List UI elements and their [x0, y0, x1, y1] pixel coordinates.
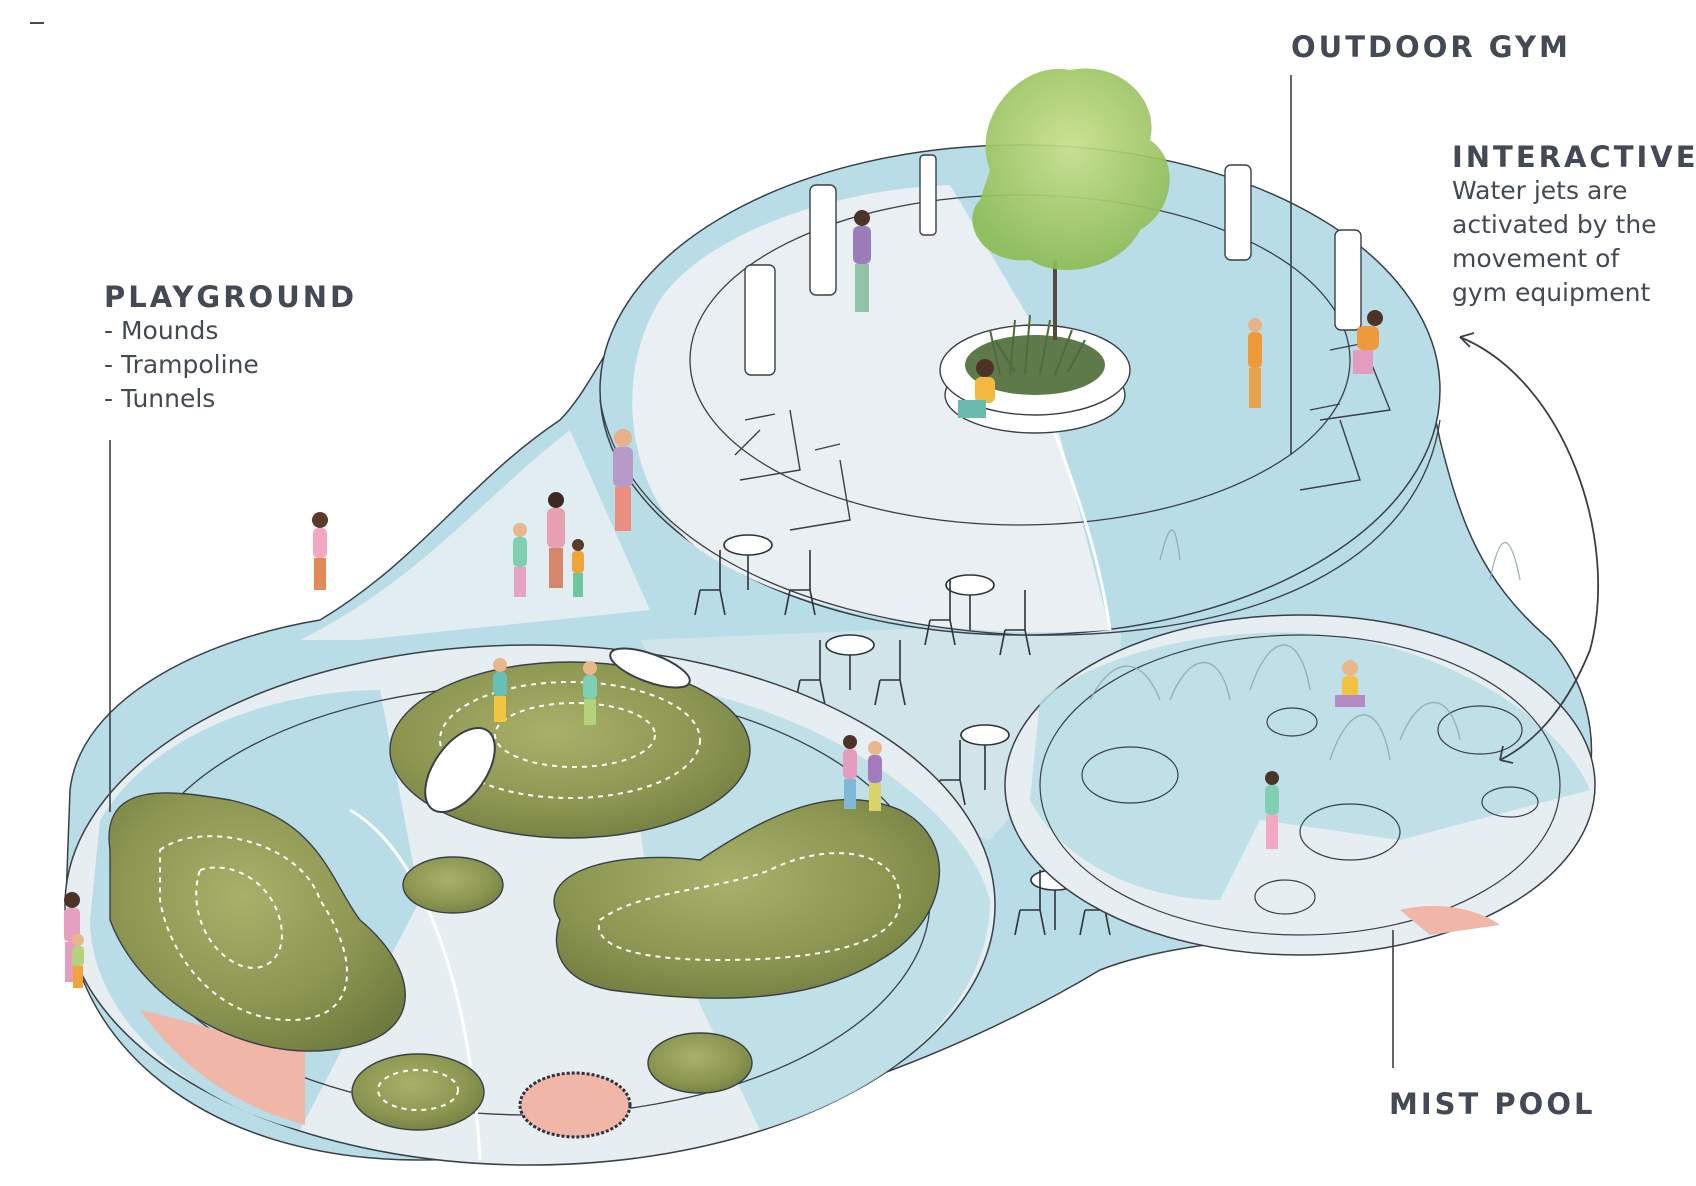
interactive-line: activated by the — [1452, 210, 1657, 239]
playground-label: PLAYGROUND - Mounds - Trampoline - Tunne… — [104, 280, 357, 416]
mist-pool-inner — [1039, 634, 1561, 936]
tunnel-1 — [424, 726, 496, 814]
mound-contours — [159, 681, 902, 1111]
planter-grass — [989, 314, 1086, 376]
person-13 — [868, 741, 882, 811]
tunnel-2 — [609, 647, 691, 689]
person-7 — [958, 359, 995, 418]
mound-large-west — [108, 792, 406, 1052]
person-11 — [583, 661, 597, 725]
person-15 — [1335, 660, 1365, 707]
people — [64, 210, 1383, 988]
person-2 — [547, 492, 565, 588]
interactive-title: INTERACTIVE — [1452, 140, 1696, 174]
interactive-line: gym equipment — [1452, 278, 1651, 307]
mound-small-2 — [351, 1053, 485, 1131]
interactive-line: Water jets are — [1452, 176, 1628, 205]
outdoor-gym-title: OUTDOOR GYM — [1291, 30, 1571, 64]
playground-item: - Mounds — [104, 316, 219, 345]
interactive-double-arrow — [1459, 336, 1599, 761]
mound-small-3 — [647, 1032, 753, 1094]
mound-bean-east — [553, 798, 941, 999]
grass-mounds — [108, 661, 941, 1131]
cafe-furniture — [694, 534, 1111, 936]
gym-equipment — [734, 154, 1391, 531]
person-1 — [312, 512, 328, 590]
interactive-line: movement of — [1452, 244, 1620, 273]
trampoline — [518, 1071, 632, 1139]
arrowhead-bottom — [1499, 745, 1514, 764]
person-6 — [853, 210, 871, 312]
mound-small-1 — [402, 856, 504, 914]
gym-side-wall — [599, 399, 1441, 636]
person-3 — [613, 429, 633, 531]
person-4 — [513, 523, 527, 597]
mist-pool-jets — [1081, 705, 1539, 915]
tree-canopy — [972, 68, 1170, 270]
arrowhead-top — [1459, 332, 1475, 348]
person-17 — [72, 934, 84, 988]
person-10 — [493, 658, 507, 722]
person-14 — [1265, 771, 1279, 849]
person-8 — [1248, 318, 1262, 408]
playground-item: - Trampoline — [104, 350, 259, 379]
interactive-label: INTERACTIVE Water jets are activated by … — [1452, 140, 1696, 310]
mist-pool-title: MIST POOL — [1389, 1087, 1596, 1121]
mist-pool-salmon — [1400, 905, 1500, 935]
playground-title: PLAYGROUND — [104, 280, 358, 314]
mound-north — [389, 661, 751, 839]
playground-salmon-zone — [140, 1010, 305, 1125]
planter-soil — [965, 335, 1105, 395]
playground-item: - Tunnels — [104, 384, 216, 413]
mist-pool-water-sprays — [1089, 529, 1521, 761]
paving-zone-center — [640, 620, 1121, 840]
person-9 — [1353, 310, 1383, 374]
gym-white-line — [1048, 419, 1112, 631]
corner-dash — [30, 22, 44, 24]
person-5 — [572, 539, 584, 597]
person-12 — [843, 735, 857, 809]
